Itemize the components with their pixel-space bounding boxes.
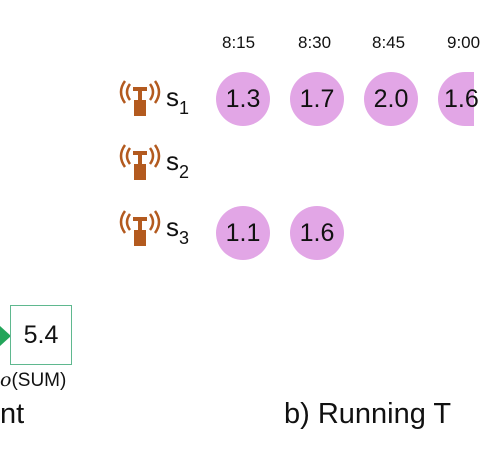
reading-s1-t2: 1.7 [290,72,344,126]
caption-running: b) Running T [284,398,452,430]
antenna-icon [119,80,161,116]
time-label-3: 8:45 [372,33,406,52]
antenna-icon [119,210,161,246]
antenna-icon [119,144,161,180]
caption-left: nt [0,398,25,430]
reading-s3-t1: 1.1 [216,206,270,260]
aggregate-box: 5.4 [10,305,72,365]
sensor-label-3: s3 [166,212,190,249]
aggregate-label: o(SUM) [0,369,67,391]
reading-s3-t2: 1.6 [290,206,344,260]
time-label-4: 9:00 [447,33,480,52]
sensor-label-1: s1 [166,82,190,119]
reading-s1-t3: 2.0 [364,72,418,126]
time-label-2: 8:30 [298,33,332,52]
time-label-1: 8:15 [222,33,256,52]
arrow-right-icon [0,326,11,346]
reading-s1-t1: 1.3 [216,72,270,126]
reading-s1-t4: 1.6 [438,72,479,126]
sensor-label-2: s2 [166,146,190,183]
